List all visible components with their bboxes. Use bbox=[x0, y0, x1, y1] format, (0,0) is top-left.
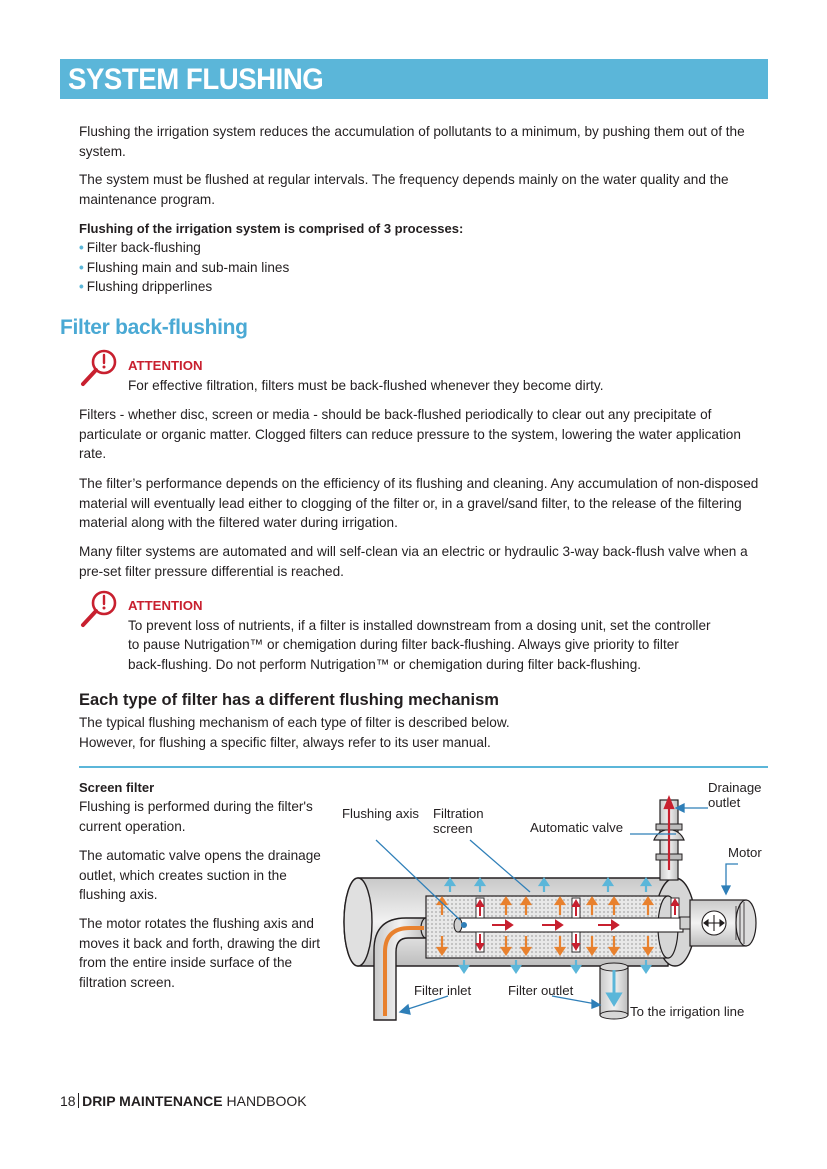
attention-title: ATTENTION bbox=[128, 358, 203, 373]
motor-label: Motor bbox=[728, 845, 762, 860]
mechanism-line: The typical flushing mechanism of each t… bbox=[79, 715, 510, 730]
mechanism-line: However, for flushing a specific filter,… bbox=[79, 735, 491, 750]
flushing-axis-label: Flushing axis bbox=[342, 806, 419, 821]
filtration-screen-label: Filtration screen bbox=[433, 806, 484, 836]
process-list-heading: Flushing of the irrigation system is com… bbox=[79, 221, 464, 236]
filters-paragraph: Filters - whether disc, screen or media … bbox=[79, 407, 741, 461]
attention-line: back-flushing. Do not perform Nutrigatio… bbox=[128, 657, 642, 672]
screen-filter-title: Screen filter bbox=[79, 780, 155, 795]
page-number: 18 bbox=[60, 1093, 76, 1109]
screen-filter-diagram: Flushing axis Filtration screen Automati… bbox=[330, 770, 770, 1030]
page-title: SYSTEM FLUSHING bbox=[68, 63, 324, 96]
list-item: •Filter back-flushing bbox=[79, 240, 201, 255]
mechanism-heading: Each type of filter has a different flus… bbox=[79, 691, 499, 709]
magnifier-attention-icon bbox=[81, 590, 117, 627]
screen-filter-paragraph: The motor rotates the flushing axis and … bbox=[79, 916, 321, 990]
divider bbox=[79, 766, 768, 768]
automation-paragraph: Many filter systems are automated and wi… bbox=[79, 544, 748, 579]
footer-brand-bold: DRIP MAINTENANCE bbox=[82, 1093, 223, 1109]
automatic-valve-label: Automatic valve bbox=[530, 820, 624, 835]
attention-line: to pause Nutrigation™ or chemigation dur… bbox=[128, 637, 679, 652]
filter-outlet-label: Filter outlet bbox=[508, 983, 574, 998]
intro-paragraph-1: Flushing the irrigation system reduces t… bbox=[79, 124, 745, 159]
page-footer: 18 DRIP MAINTENANCE HANDBOOK bbox=[60, 1093, 307, 1109]
irrigation-line-label: To the irrigation line bbox=[630, 1004, 745, 1019]
filter-inlet-label: Filter inlet bbox=[414, 983, 472, 998]
footer-divider bbox=[77, 1093, 80, 1108]
performance-paragraph: The filter’s performance depends on the … bbox=[79, 476, 759, 530]
bullet-icon: • bbox=[79, 279, 84, 294]
footer-brand-regular: HANDBOOK bbox=[226, 1093, 307, 1109]
attention-title: ATTENTION bbox=[128, 598, 203, 613]
attention-line: To prevent loss of nutrients, if a filte… bbox=[128, 618, 711, 633]
section-heading: Filter back-flushing bbox=[60, 316, 248, 339]
drainage-outlet-label: Drainage outlet bbox=[708, 780, 762, 810]
list-item: •Flushing dripperlines bbox=[79, 279, 213, 294]
screen-filter-paragraph: The automatic valve opens the drainage o… bbox=[79, 848, 321, 902]
intro-paragraph-2: The system must be flushed at regular in… bbox=[79, 172, 729, 207]
list-item: •Flushing main and sub-main lines bbox=[79, 259, 290, 275]
screen-filter-illustration bbox=[343, 795, 757, 1021]
page-title-bar: SYSTEM FLUSHING bbox=[60, 59, 768, 99]
magnifier-attention-icon bbox=[81, 349, 117, 386]
attention-text: For effective filtration, filters must b… bbox=[128, 378, 604, 393]
screen-filter-paragraph: Flushing is performed during the filter'… bbox=[79, 799, 313, 834]
bullet-icon: • bbox=[79, 259, 84, 275]
process-list: •Filter back-flushing •Flushing main and… bbox=[79, 238, 289, 297]
bullet-icon: • bbox=[79, 240, 84, 255]
